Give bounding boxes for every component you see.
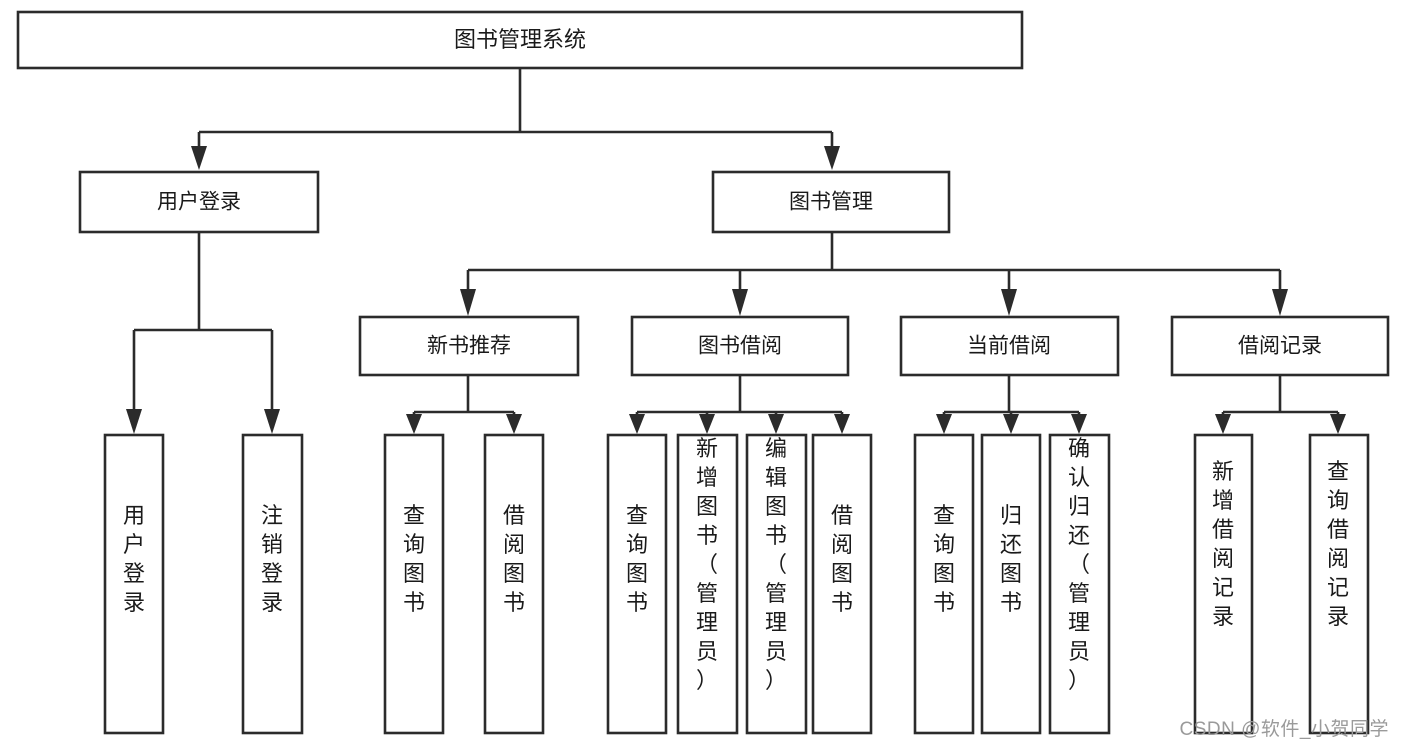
node-borrow-record[interactable]: 借阅记录 xyxy=(1170,315,1390,377)
leaf-add-borrow-record[interactable]: 新增借阅记录 xyxy=(1193,433,1254,735)
arrow-head-leaf-borrow-book-2 xyxy=(834,414,850,434)
arrow-head-leaf-add-record xyxy=(1215,414,1231,434)
node-current-borrow-label: 当前借阅 xyxy=(967,335,1051,358)
leaf-add-borrow-record-label: 新增借阅记录 xyxy=(1212,459,1234,629)
connector-group-new-book-recommend xyxy=(406,375,522,434)
leaf-borrow-book-recommend[interactable]: 借阅图书 xyxy=(483,433,545,735)
connector-group-book-manage xyxy=(460,232,1288,316)
arrow-head-book-borrow xyxy=(732,289,748,316)
node-current-borrow[interactable]: 当前借阅 xyxy=(899,315,1120,377)
leaf-query-book-borrow-box[interactable] xyxy=(606,433,668,735)
node-borrow-record-label: 借阅记录 xyxy=(1238,335,1322,358)
node-borrow-record-box[interactable] xyxy=(1170,315,1390,377)
leaf-add-book[interactable]: 新增图书（管理员） xyxy=(676,433,739,735)
arrow-head-leaf-query-record xyxy=(1330,414,1346,434)
leaf-return-book-box[interactable] xyxy=(980,433,1042,735)
connector-group-book-borrow xyxy=(629,375,850,434)
arrow-head-leaf-borrow-book-1 xyxy=(506,414,522,434)
arrow-head-user-login xyxy=(191,146,207,170)
leaf-query-book-current-label: 查询图书 xyxy=(933,503,955,615)
leaf-borrow-book-borrow[interactable]: 借阅图书 xyxy=(811,433,873,735)
connector-group-user-login xyxy=(126,232,280,434)
leaf-borrow-book-borrow-label: 借阅图书 xyxy=(831,503,853,615)
arrow-head-leaf-user-login xyxy=(126,409,142,434)
node-root[interactable]: 图书管理系统 xyxy=(16,10,1024,70)
arrow-head-book-manage xyxy=(824,146,840,170)
leaf-user-login-box[interactable] xyxy=(103,433,165,735)
leaf-user-login-label: 用户登录 xyxy=(123,503,145,615)
leaf-query-book-recommend[interactable]: 查询图书 xyxy=(383,433,445,735)
node-user-login[interactable]: 用户登录 xyxy=(78,170,320,234)
leaf-confirm-return[interactable]: 确认归还（管理员） xyxy=(1048,433,1111,735)
node-root-box[interactable] xyxy=(16,10,1024,70)
leaf-user-login[interactable]: 用户登录 xyxy=(103,433,165,735)
leaf-query-book-recommend-box[interactable] xyxy=(383,433,445,735)
arrow-head-current-borrow xyxy=(1001,289,1017,316)
node-book-borrow-label: 图书借阅 xyxy=(698,335,782,358)
leaf-query-book-current-box[interactable] xyxy=(913,433,975,735)
leaf-edit-book-label: 编辑图书（管理员） xyxy=(765,436,787,693)
node-new-book-recommend[interactable]: 新书推荐 xyxy=(358,315,580,377)
leaf-borrow-book-borrow-box[interactable] xyxy=(811,433,873,735)
leaf-logout[interactable]: 注销登录 xyxy=(241,433,304,735)
arrow-head-leaf-query-book-2 xyxy=(629,414,645,434)
arrow-head-new-book-recommend xyxy=(460,289,476,316)
leaf-logout-box[interactable] xyxy=(241,433,304,735)
leaf-query-book-recommend-label: 查询图书 xyxy=(403,503,425,615)
node-book-manage-label: 图书管理 xyxy=(789,191,873,214)
leaf-add-book-label: 新增图书（管理员） xyxy=(696,436,718,693)
leaf-confirm-return-label: 确认归还（管理员） xyxy=(1068,436,1090,693)
arrow-head-leaf-add-book xyxy=(699,414,715,434)
leaf-query-book-borrow[interactable]: 查询图书 xyxy=(606,433,668,735)
connector-group-root xyxy=(191,68,840,170)
connector-group-borrow-record xyxy=(1215,375,1346,434)
node-book-borrow-box[interactable] xyxy=(630,315,850,377)
leaf-borrow-book-recommend-label: 借阅图书 xyxy=(503,503,525,615)
arrow-head-leaf-edit-book xyxy=(768,414,784,434)
node-user-login-label: 用户登录 xyxy=(157,191,241,214)
leaf-add-book-box[interactable] xyxy=(676,433,739,735)
leaf-query-book-borrow-label: 查询图书 xyxy=(626,503,648,615)
connector-group-current-borrow xyxy=(936,375,1087,434)
leaf-add-borrow-record-box[interactable] xyxy=(1193,433,1254,735)
leaf-edit-book-box[interactable] xyxy=(745,433,808,735)
leaf-return-book-label: 归还图书 xyxy=(1000,503,1022,615)
node-new-book-recommend-label: 新书推荐 xyxy=(427,335,511,358)
leaf-return-book[interactable]: 归还图书 xyxy=(980,433,1042,735)
node-root-label: 图书管理系统 xyxy=(454,27,586,52)
arrow-head-leaf-query-book-1 xyxy=(406,414,422,434)
leaf-query-borrow-record-label: 查询借阅记录 xyxy=(1327,459,1349,629)
arrow-head-leaf-confirm-return xyxy=(1071,414,1087,434)
leaf-query-borrow-record-box[interactable] xyxy=(1308,433,1370,735)
leaf-confirm-return-box[interactable] xyxy=(1048,433,1111,735)
arrow-head-borrow-record xyxy=(1272,289,1288,316)
leaf-edit-book[interactable]: 编辑图书（管理员） xyxy=(745,433,808,735)
node-current-borrow-box[interactable] xyxy=(899,315,1120,377)
arrow-head-leaf-logout xyxy=(264,409,280,434)
node-new-book-recommend-box[interactable] xyxy=(358,315,580,377)
leaf-query-borrow-record[interactable]: 查询借阅记录 xyxy=(1308,433,1370,735)
node-book-manage[interactable]: 图书管理 xyxy=(711,170,951,234)
leaf-query-book-current[interactable]: 查询图书 xyxy=(913,433,975,735)
leaf-logout-label: 注销登录 xyxy=(261,503,283,615)
node-user-login-box[interactable] xyxy=(78,170,320,234)
node-book-manage-box[interactable] xyxy=(711,170,951,234)
arrow-head-leaf-query-book-3 xyxy=(936,414,952,434)
leaf-borrow-book-recommend-box[interactable] xyxy=(483,433,545,735)
arrow-head-leaf-return-book xyxy=(1003,414,1019,434)
node-book-borrow[interactable]: 图书借阅 xyxy=(630,315,850,377)
